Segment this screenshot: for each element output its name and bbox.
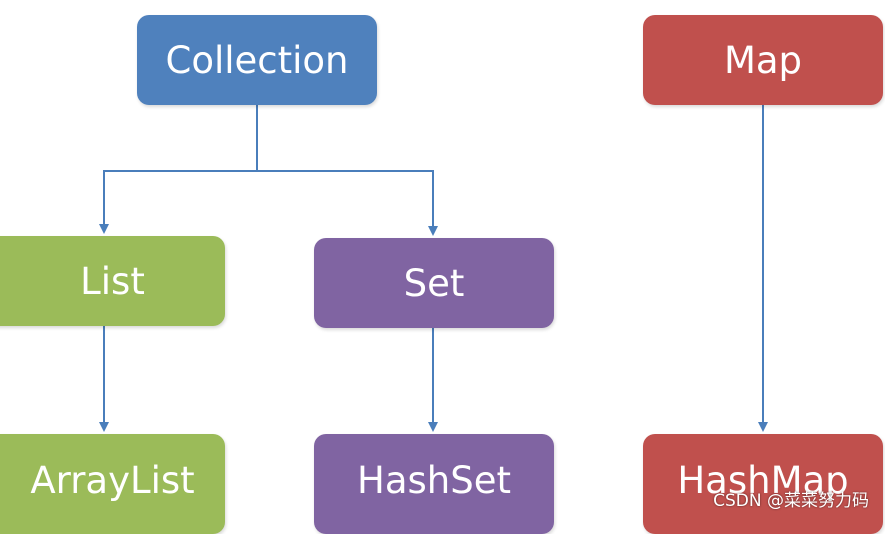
node-arraylist-label: ArrayList	[30, 458, 195, 502]
node-collection: Collection	[137, 15, 377, 105]
node-hashset: HashSet	[314, 434, 554, 534]
node-hashmap-label: HashMap	[677, 458, 849, 502]
node-set-label: Set	[403, 261, 465, 305]
node-set: Set	[314, 238, 554, 328]
edge-collection-list	[99, 105, 258, 234]
watermark: CSDN @菜菜努力码	[713, 491, 869, 511]
node-map: Map	[643, 15, 883, 105]
connector-layer	[99, 105, 768, 432]
node-arraylist: ArrayList	[0, 434, 225, 534]
node-map-label: Map	[723, 38, 803, 82]
node-hashmap: HashMap	[643, 434, 883, 534]
node-list-label: List	[80, 259, 145, 303]
node-collection-label: Collection	[165, 38, 349, 82]
edge-collection-set	[257, 170, 438, 236]
node-list: List	[0, 236, 225, 326]
node-hashset-label: HashSet	[357, 458, 511, 502]
